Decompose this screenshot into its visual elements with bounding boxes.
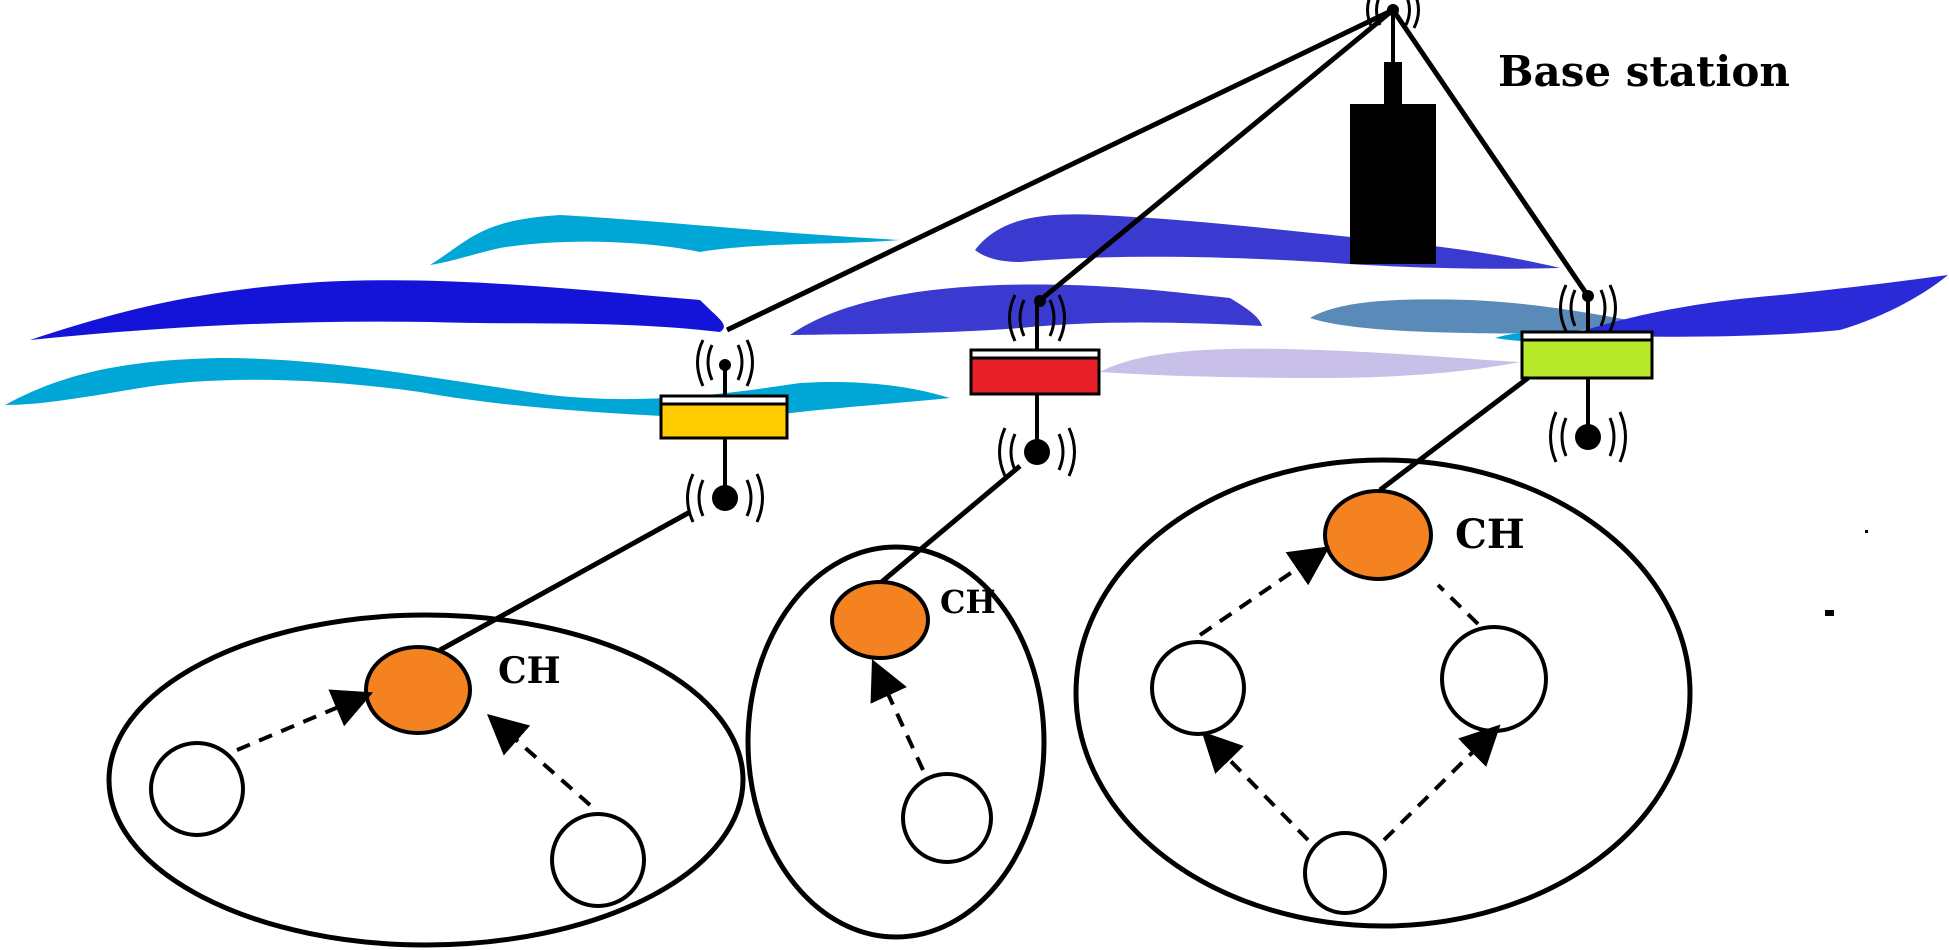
link-buoy-1-ch-1 bbox=[438, 509, 692, 653]
link-buoy-3-ch-3 bbox=[1378, 376, 1530, 492]
base-station-label: Base station bbox=[1498, 47, 1790, 96]
buoy-icon bbox=[969, 294, 1101, 477]
cluster-3-boundary bbox=[1073, 457, 1693, 929]
sensor-node bbox=[901, 772, 993, 864]
cluster-2-boundary bbox=[745, 544, 1047, 940]
wave-dark-1 bbox=[30, 280, 724, 340]
link-base-buoy-1 bbox=[725, 7, 1395, 333]
base-station: Base station bbox=[1350, 0, 1790, 264]
sensor-node bbox=[149, 741, 245, 837]
cluster-2: CH bbox=[745, 544, 1047, 940]
cluster-1: CH bbox=[106, 612, 746, 948]
wave-mid-1 bbox=[975, 214, 1560, 269]
underwater-links bbox=[438, 376, 1530, 653]
wave-pale-1 bbox=[1100, 348, 1520, 378]
wave-dark-2 bbox=[1555, 275, 1948, 340]
arrow-connector bbox=[1436, 583, 1480, 626]
signal-waves-icon bbox=[1008, 294, 1066, 342]
buoy-2-hydrophone bbox=[1024, 439, 1050, 465]
wave-grey-1 bbox=[1310, 299, 1640, 334]
cluster-head-3-label: CH bbox=[1455, 511, 1525, 558]
base-station-mast bbox=[1384, 62, 1402, 106]
buoy-1-hydrophone bbox=[712, 485, 738, 511]
speck bbox=[1825, 610, 1834, 616]
buoy-1-antenna bbox=[719, 359, 731, 371]
buoy-3-antenna bbox=[1582, 290, 1594, 302]
wave-mid-2 bbox=[790, 284, 1262, 335]
cluster-head-1-label: CH bbox=[498, 650, 561, 692]
sensor-node bbox=[1150, 640, 1246, 736]
buoy-icon bbox=[659, 339, 789, 523]
buoy-3-hydrophone bbox=[1575, 424, 1601, 450]
speck bbox=[1865, 530, 1868, 533]
signal-waves-icon bbox=[686, 473, 764, 523]
buoy-2-body bbox=[969, 356, 1101, 396]
wave-light-1 bbox=[430, 215, 900, 265]
sensor-node bbox=[550, 812, 646, 908]
signal-waves-icon bbox=[998, 427, 1076, 477]
cluster-head-2 bbox=[830, 580, 930, 660]
cluster-head-2-label: CH bbox=[940, 583, 996, 621]
sensor-node bbox=[1303, 831, 1387, 915]
arrow-icon bbox=[487, 714, 592, 807]
arrow-icon bbox=[236, 689, 374, 752]
cluster-1-boundary bbox=[106, 612, 746, 948]
link-buoy-2-ch-2 bbox=[876, 464, 1022, 587]
sensor-node bbox=[1440, 625, 1548, 733]
buoy-1-body bbox=[659, 402, 789, 440]
arrow-icon bbox=[1382, 724, 1501, 842]
signal-waves-icon bbox=[1559, 284, 1617, 332]
arrow-icon bbox=[870, 659, 925, 771]
buoy-3-body bbox=[1520, 338, 1654, 380]
arrow-icon bbox=[1201, 731, 1310, 842]
buoy-icon bbox=[1520, 284, 1654, 463]
buoy-2-antenna bbox=[1034, 295, 1046, 307]
cluster-head-1 bbox=[364, 645, 472, 735]
surface-links bbox=[725, 7, 1591, 333]
wave-light-2 bbox=[5, 358, 950, 420]
link-base-buoy-2 bbox=[1042, 8, 1395, 299]
signal-waves-icon bbox=[1549, 411, 1627, 463]
arrow-icon bbox=[1198, 546, 1330, 637]
signal-waves-icon bbox=[696, 339, 754, 387]
link-base-buoy-3 bbox=[1390, 8, 1591, 298]
cluster-3: CH bbox=[1073, 457, 1693, 929]
base-station-body bbox=[1350, 104, 1436, 264]
cluster-head-3 bbox=[1323, 489, 1433, 581]
